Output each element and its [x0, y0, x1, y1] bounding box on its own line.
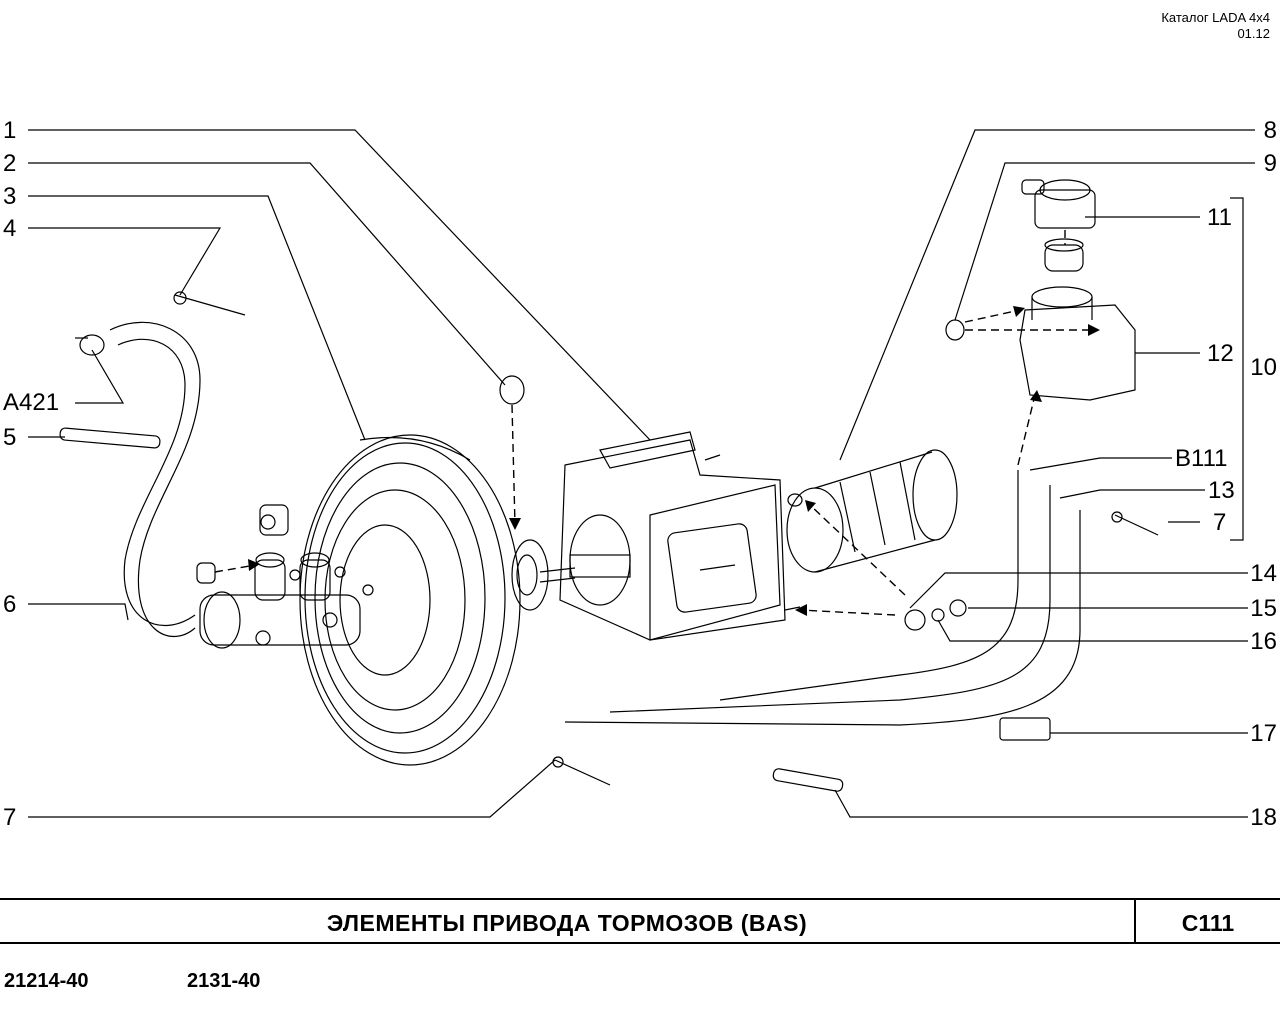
- catalog-date: 01.12: [1237, 26, 1270, 41]
- callout-14: 14: [1250, 560, 1277, 587]
- catalog-header: Каталог LADA 4x4 01.12: [1161, 10, 1270, 42]
- callout-5: 5: [3, 424, 17, 451]
- title-block: ЭЛЕМЕНТЫ ПРИВОДА ТОРМОЗОВ (BAS) C111: [0, 898, 1280, 944]
- callout-2: 2: [3, 150, 17, 177]
- brake-drive-exploded-diagram: [28, 129, 1255, 818]
- pedal-bracket: [559, 431, 801, 641]
- callout-11: 11: [1207, 204, 1232, 231]
- arrow-heads: [248, 306, 1100, 616]
- reservoir-assembly: [945, 179, 1136, 741]
- callout-18: 18: [1250, 804, 1277, 831]
- callout-12: 12: [1207, 340, 1234, 367]
- callout-7-left: 7: [3, 804, 17, 831]
- small-parts: [59, 291, 1159, 792]
- callout-17: 17: [1250, 720, 1277, 747]
- assembly-arrows: [214, 230, 1095, 616]
- leader-lines: [28, 129, 1255, 818]
- section-code: C111: [1181, 910, 1235, 936]
- brake-assist-sensor: [786, 449, 958, 573]
- callout-6: 6: [3, 591, 17, 618]
- model-code-2: 2131-40: [187, 970, 261, 992]
- master-cylinder: [196, 504, 374, 649]
- page-title: ЭЛЕМЕНТЫ ПРИВОДА ТОРМОЗОВ (BAS): [326, 910, 808, 936]
- callout-10: 10: [1250, 354, 1277, 381]
- callout-1: 1: [3, 117, 17, 144]
- callout-9: 9: [1263, 150, 1277, 177]
- model-code-1: 21214-40: [4, 970, 89, 992]
- callout-13: 13: [1208, 477, 1235, 504]
- callout-b111: B111: [1175, 445, 1228, 472]
- callout-7-right: 7: [1213, 509, 1227, 536]
- callout-4: 4: [3, 215, 17, 242]
- callout-a421: A421: [3, 389, 60, 416]
- vacuum-hose: [75, 321, 201, 638]
- callout-15: 15: [1250, 595, 1277, 622]
- catalog-name: Каталог LADA 4x4: [1161, 10, 1270, 25]
- callout-8: 8: [1263, 117, 1277, 144]
- callout-16: 16: [1250, 628, 1277, 655]
- vacuum-booster: [299, 434, 576, 766]
- title-divider: [1134, 900, 1136, 942]
- brake-lines: [564, 470, 1081, 726]
- callout-3: 3: [3, 183, 17, 210]
